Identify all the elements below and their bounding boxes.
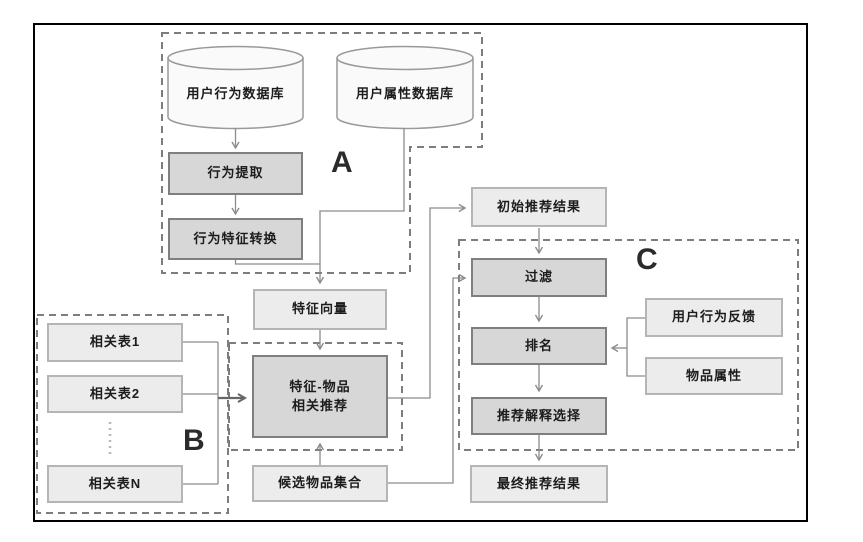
node-feature-vector: 特征向量 [253, 289, 387, 330]
node-user-behavior-feedback: 用户行为反馈 [645, 298, 783, 337]
region-b-label: B [183, 424, 205, 457]
node-db-attribute-label: 用户属性数据库 [355, 85, 454, 101]
edge-convert-join [234, 260, 320, 265]
node-feature-item-line1: 特征-物品 [289, 378, 351, 394]
region-a-label: A [331, 146, 353, 179]
node-ranking: 排名 [471, 327, 607, 365]
node-behavior-extract: 行为提取 [168, 152, 303, 195]
db-attribute-cylinder [336, 45, 474, 130]
region-c-outline [458, 239, 799, 451]
node-filter: 过滤 [471, 258, 607, 297]
node-initial-rec-result: 初始推荐结果 [471, 187, 607, 227]
edge-featureitem-to-initial [388, 203, 467, 399]
node-rec-explanation-select: 推荐解释选择 [471, 397, 607, 435]
region-a-outline [161, 32, 483, 274]
db-behavior-cylinder [167, 45, 304, 130]
node-related-table-n: 相关表N [47, 465, 183, 503]
node-feature-item-line2: 相关推荐 [291, 397, 348, 413]
region-mid-outline [228, 342, 403, 451]
node-final-rec-result: 最终推荐结果 [470, 465, 608, 503]
node-feature-item-recommend: 特征-物品 相关推荐 [252, 355, 388, 438]
node-item-attribute: 物品属性 [645, 357, 783, 395]
edge-feedback-join [626, 317, 645, 377]
region-c-label: C [636, 243, 658, 276]
edge-dbattribute-to-featurevector [315, 128, 405, 285]
edge-candidate-to-filter [388, 273, 467, 484]
node-related-table-2: 相关表2 [47, 375, 183, 413]
node-db-behavior-label: 用户行为数据库 [186, 85, 285, 101]
region-b-outline [36, 314, 229, 514]
node-candidate-item-set: 候选物品集合 [252, 465, 388, 502]
node-behavior-feature-convert: 行为特征转换 [168, 218, 303, 260]
node-related-table-1: 相关表1 [47, 323, 183, 362]
